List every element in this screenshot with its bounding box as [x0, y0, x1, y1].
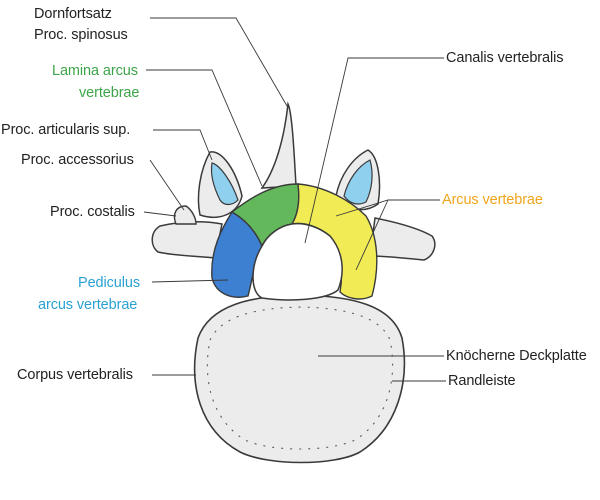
label-proc-costalis: Proc. costalis	[50, 204, 135, 220]
label-proc-articularis-sup: Proc. articularis sup.	[1, 122, 131, 138]
label-dornfortsatz: Dornfortsatz	[34, 6, 112, 22]
proc-accessorius-shape	[173, 205, 197, 225]
label-corpus-vertebralis: Corpus vertebralis	[17, 367, 133, 383]
label-canalis-vertebralis: Canalis vertebralis	[446, 50, 564, 66]
proc-costalis-right	[369, 217, 436, 261]
proc-spinosus-shape	[260, 101, 297, 189]
label-lamina-vertebrae: vertebrae	[79, 85, 140, 101]
canalis-vertebralis-hole	[252, 222, 343, 301]
label-proc-accessorius: Proc. accessorius	[21, 152, 134, 168]
corpus-vertebralis-shape	[193, 294, 406, 464]
label-knoecherne-deckplatte: Knöcherne Deckplatte	[446, 348, 587, 364]
facet-right	[343, 159, 373, 205]
proc-costalis-left	[151, 221, 223, 259]
label-pediculus-arcus-vertebrae: arcus vertebrae	[38, 297, 138, 313]
facet-left	[210, 162, 239, 206]
label-arcus-vertebrae: Arcus vertebrae	[442, 192, 543, 208]
label-lamina-arcus: Lamina arcus	[52, 63, 138, 79]
label-proc-spinosus: Proc. spinosus	[34, 27, 128, 43]
label-pediculus: Pediculus	[78, 275, 140, 291]
leader-lines	[143, 17, 446, 382]
label-randleiste: Randleiste	[448, 373, 516, 389]
